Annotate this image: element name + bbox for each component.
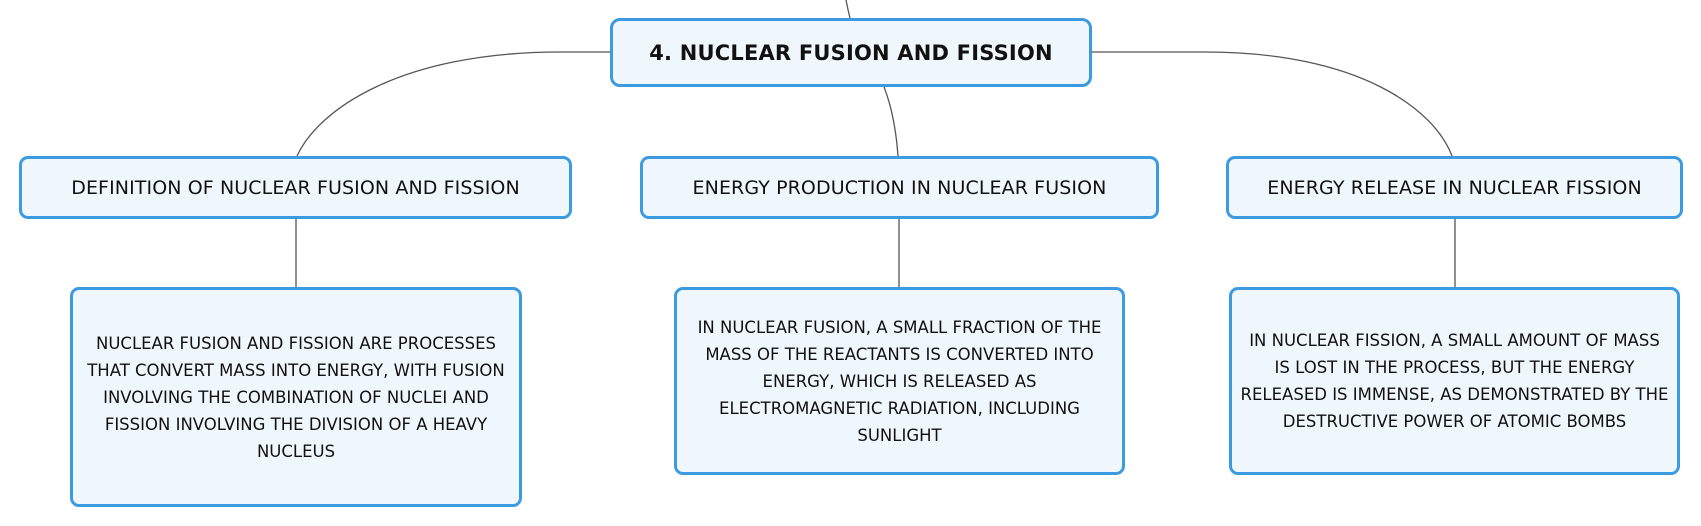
topic-node-title: ENERGY PRODUCTION IN NUCLEAR FUSION bbox=[692, 176, 1107, 199]
topic-node-energy-production-fusion[interactable]: ENERGY PRODUCTION IN NUCLEAR FUSION bbox=[640, 156, 1159, 219]
detail-node-text: NUCLEAR FUSION AND FISSION ARE PROCESSES… bbox=[87, 333, 505, 461]
detail-node-definition[interactable]: NUCLEAR FUSION AND FISSION ARE PROCESSES… bbox=[70, 287, 522, 507]
connector-root-to-topic-3 bbox=[1092, 51, 1453, 157]
topic-node-energy-release-fission[interactable]: ENERGY RELEASE IN NUCLEAR FISSION bbox=[1226, 156, 1683, 219]
root-node[interactable]: 4. NUCLEAR FUSION AND FISSION bbox=[610, 18, 1092, 87]
detail-node-energy-production-fusion[interactable]: IN NUCLEAR FUSION, A SMALL FRACTION OF T… bbox=[674, 287, 1125, 475]
detail-node-text: IN NUCLEAR FUSION, A SMALL FRACTION OF T… bbox=[697, 317, 1102, 445]
detail-node-energy-release-fission[interactable]: IN NUCLEAR FISSION, A SMALL AMOUNT OF MA… bbox=[1229, 287, 1680, 475]
detail-node-text: IN NUCLEAR FISSION, A SMALL AMOUNT OF MA… bbox=[1240, 331, 1669, 431]
topic-node-title: ENERGY RELEASE IN NUCLEAR FISSION bbox=[1267, 176, 1642, 199]
connector-root-to-topic-1 bbox=[296, 51, 610, 157]
connector-parent-to-root bbox=[845, 0, 851, 19]
connector-root-to-topic-2 bbox=[883, 86, 899, 157]
topic-node-title: DEFINITION OF NUCLEAR FUSION AND FISSION bbox=[71, 176, 520, 199]
topic-node-definition[interactable]: DEFINITION OF NUCLEAR FUSION AND FISSION bbox=[19, 156, 572, 219]
root-node-title: 4. NUCLEAR FUSION AND FISSION bbox=[649, 40, 1053, 65]
